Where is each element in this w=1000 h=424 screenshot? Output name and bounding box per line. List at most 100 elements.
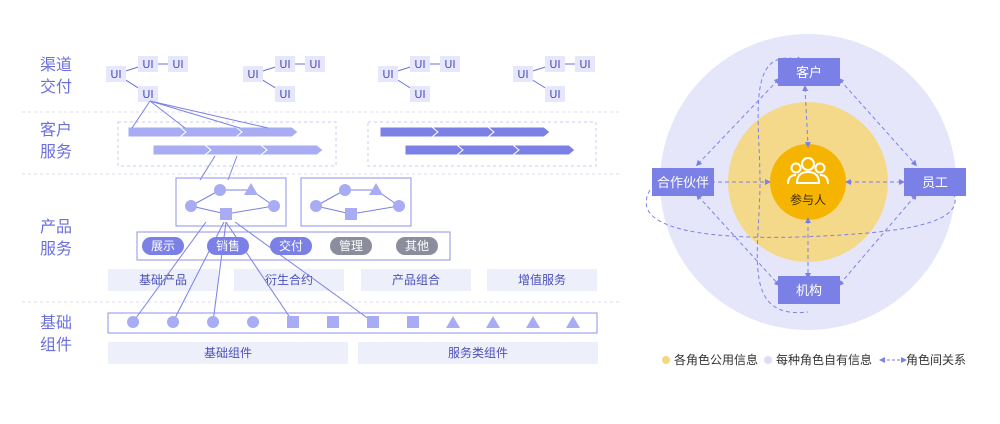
product-tag: 其他 xyxy=(396,237,438,255)
layer-customer-line2: 服务 xyxy=(40,142,72,161)
product-tag-label: 交付 xyxy=(279,238,303,253)
base-component-square xyxy=(367,316,379,328)
flow-chevron xyxy=(486,126,551,138)
product-category-label: 衍生合约 xyxy=(265,272,313,287)
ui-node-box xyxy=(138,86,158,102)
product-node-circle xyxy=(185,200,197,212)
flow-chevron xyxy=(379,126,439,138)
legend-private-text: 每种角色自有信息 xyxy=(776,352,872,367)
layer-base-line1: 基础 xyxy=(40,313,72,332)
product-node-circle xyxy=(393,200,405,212)
product-tag-label: 管理 xyxy=(339,238,363,253)
role-box-bottom: 机构 xyxy=(778,276,840,304)
role-box-right: 员工 xyxy=(904,168,966,196)
role-box-top: 客户 xyxy=(778,58,840,86)
product-node-circle xyxy=(310,200,322,212)
base-component-square xyxy=(287,316,299,328)
product-node-triangle xyxy=(244,183,258,195)
layer-customer-line1: 客户 xyxy=(40,120,72,139)
ui-node-box xyxy=(545,56,565,72)
relation-lines xyxy=(645,56,956,314)
role-box-left: 合作伙伴 xyxy=(652,168,714,196)
ui-node-box xyxy=(545,86,565,102)
base-component-circle xyxy=(247,316,259,328)
ui-node-box xyxy=(138,56,158,72)
legend-public-dot xyxy=(662,356,670,364)
product-tag: 销售 xyxy=(207,237,249,255)
base-component-triangle xyxy=(446,316,460,328)
product-category: 产品组合 xyxy=(361,269,471,291)
ui-node-label: UI xyxy=(382,68,393,81)
layer-product-line2: 服务 xyxy=(40,239,72,258)
ui-node-label: UI xyxy=(172,58,183,71)
ui-node-box xyxy=(440,56,460,72)
base-component-circle xyxy=(167,316,179,328)
legend-private-dot xyxy=(764,356,772,364)
product-category-label: 产品组合 xyxy=(392,272,440,287)
base-component-triangle xyxy=(566,316,580,328)
flow-chevron xyxy=(152,144,212,156)
ui-node-label: UI xyxy=(517,68,528,81)
legend-public-text: 各角色公用信息 xyxy=(674,352,758,367)
product-tag: 展示 xyxy=(142,237,184,255)
ui-node-label: UI xyxy=(309,58,320,71)
product-node-square xyxy=(345,208,357,220)
base-group: 服务类组件 xyxy=(358,342,598,364)
layer-labels: 渠道 交付 客户 服务 产品 服务 基础 组件 xyxy=(40,55,72,354)
layer-channel-line1: 渠道 xyxy=(40,55,72,74)
ui-node-label: UI xyxy=(279,58,290,71)
ui-node-box xyxy=(275,56,295,72)
channel-to-customer-links xyxy=(131,100,269,181)
legend-relation-text: 角色间关系 xyxy=(906,353,966,367)
flow-chevron xyxy=(127,126,187,138)
base-component-triangle xyxy=(526,316,540,328)
product-tag-label: 其他 xyxy=(405,239,429,253)
product-tag-label: 展示 xyxy=(151,239,175,253)
legend: 各角色公用信息 每种角色自有信息 角色间关系 xyxy=(662,352,966,367)
base-component-square xyxy=(407,316,419,328)
ui-node-label: UI xyxy=(444,58,455,71)
layer-channel-line2: 交付 xyxy=(40,77,72,96)
base-component-square xyxy=(327,316,339,328)
product-node-circle xyxy=(268,200,280,212)
ui-node-label: UI xyxy=(279,88,290,101)
layer-base-line2: 组件 xyxy=(40,335,72,354)
product-tag: 管理 xyxy=(330,237,372,255)
base-component-layer: 基础组件 服务类组件 xyxy=(107,221,598,364)
flow-chevron xyxy=(234,126,299,138)
layer-separators xyxy=(22,111,620,303)
layer-product-line1: 产品 xyxy=(40,217,72,236)
role-label-top: 客户 xyxy=(796,65,822,81)
role-label-left: 合作伙伴 xyxy=(657,176,709,191)
base-group: 基础组件 xyxy=(108,342,348,364)
ui-node-box xyxy=(575,56,595,72)
ui-node-label: UI xyxy=(142,88,153,101)
base-component-circle xyxy=(127,316,139,328)
product-category: 衍生合约 xyxy=(234,269,344,291)
flow-chevron xyxy=(511,144,576,156)
product-tag-label: 销售 xyxy=(216,238,240,253)
product-tag: 交付 xyxy=(270,237,312,255)
ui-node-box xyxy=(410,56,430,72)
product-service-layer: 展示销售交付管理其他 基础产品衍生合约产品组合增值服务 xyxy=(108,177,597,291)
customer-service-layer xyxy=(117,121,597,167)
ui-node-label: UI xyxy=(414,88,425,101)
ui-node-label: UI xyxy=(549,58,560,71)
ui-node-label: UI xyxy=(142,58,153,71)
flow-chevron xyxy=(203,144,268,156)
flow-chevron xyxy=(259,144,324,156)
ui-node-box xyxy=(243,66,263,82)
flow-chevron xyxy=(430,126,495,138)
product-category: 增值服务 xyxy=(487,269,597,291)
ui-node-box xyxy=(305,56,325,72)
base-group-label: 服务类组件 xyxy=(448,345,508,360)
ui-node-box xyxy=(106,66,126,82)
people-icon xyxy=(787,157,829,185)
role-center-label: 参与人 xyxy=(790,192,826,207)
flow-chevron xyxy=(178,126,243,138)
